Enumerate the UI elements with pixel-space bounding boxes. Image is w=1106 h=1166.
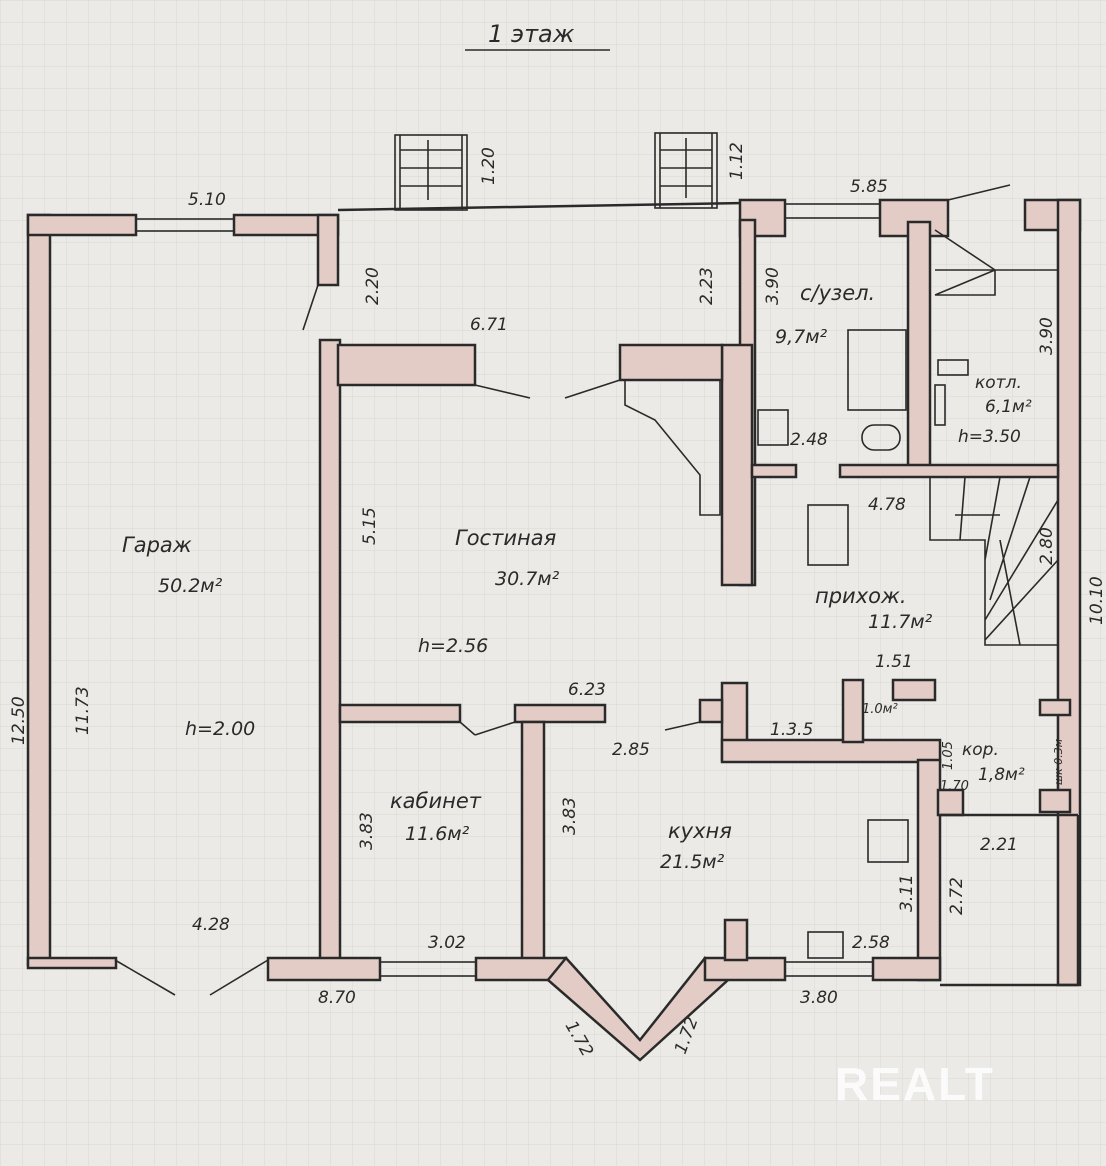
dim-living-bottom: 6.23 (568, 680, 606, 700)
living-name: Гостиная (455, 526, 556, 550)
dim-garage-bottom: 4.28 (192, 915, 230, 935)
garage-walls (26, 213, 342, 970)
fixtures (624, 329, 969, 959)
dim-stair2: 1.12 (727, 142, 747, 180)
dim-office-bottom: 3.02 (428, 933, 466, 953)
office-area: 11.6м² (405, 823, 470, 845)
bathroom-name: с/узел. (800, 281, 875, 305)
dim-bath-height: 3.90 (763, 267, 783, 305)
hall-name: прихож. (815, 584, 907, 608)
dim-bottom-left: 8.70 (318, 988, 356, 1008)
bathroom-area: 9,7м² (775, 326, 828, 348)
dim-corridor-height: 1.05 (941, 741, 956, 770)
kitchen-area: 21.5м² (660, 851, 725, 873)
dim-door: 2.85 (612, 740, 650, 760)
dim-right-total: 10.10 (1087, 576, 1106, 625)
dim-wc-width: 1.51 (875, 652, 913, 672)
boiler-area: 6,1м² (985, 397, 1032, 417)
dim-living-right: 2.23 (697, 267, 717, 305)
kitchen-name: кухня (668, 819, 732, 843)
door-lines (114, 184, 1011, 996)
dimension-labels: 5.10 1.20 1.12 5.85 2.20 6.71 2.23 3.90 … (9, 142, 1106, 1060)
boiler-name: котл. (975, 373, 1022, 393)
dim-living-top: 6.71 (470, 315, 508, 335)
boiler-height: h=3.50 (958, 427, 1021, 447)
dim-hall-width: 4.78 (868, 495, 906, 515)
dim-kitchen-bottom: 2.58 (852, 933, 890, 953)
wc-area: 1.0м² (862, 702, 898, 717)
stairs (394, 132, 1059, 646)
garage-area: 50.2м² (158, 575, 223, 597)
dim-kitchen-right: 3.11 (897, 874, 917, 912)
garage-name: Гараж (122, 533, 192, 557)
closet-label: шк 0.3м (1052, 739, 1065, 785)
dim-stair1: 1.20 (479, 147, 499, 185)
dim-corridor-width: 1.70 (940, 779, 969, 794)
garage-height: h=2.00 (185, 718, 255, 740)
dim-right-low: 2.72 (947, 877, 967, 915)
watermark-logo: REALT (835, 1058, 995, 1110)
corridor-area: 1,8м² (978, 765, 1025, 785)
dim-bath-width: 2.48 (790, 430, 828, 450)
room-labels: Гараж 50.2м² h=2.00 Гостиная 30.7м² h=2.… (122, 281, 1065, 873)
dim-boiler-height: 3.90 (1037, 317, 1057, 355)
hall-area: 11.7м² (868, 611, 933, 633)
dim-garage-inner: 11.73 (73, 686, 93, 735)
dim-stair-width: 2.80 (1037, 527, 1057, 565)
office-name: кабинет (390, 789, 482, 813)
dim-left-total: 12.50 (9, 696, 29, 745)
dim-garage-stub: 2.20 (363, 267, 383, 305)
dim-kitchen-top: 1.3.5 (770, 720, 813, 740)
dim-bottom-right: 3.80 (800, 988, 838, 1008)
dim-living-left: 5.15 (360, 507, 380, 545)
corridor-name: кор. (962, 740, 999, 760)
dim-hall-low: 2.21 (980, 835, 1018, 855)
dim-top-right: 5.85 (850, 177, 888, 197)
living-area: 30.7м² (495, 568, 560, 590)
dim-office-left: 3.83 (357, 812, 377, 850)
dim-garage-top: 5.10 (188, 190, 226, 210)
plan-title: 1 этаж (488, 20, 575, 48)
main-walls (266, 198, 1082, 1062)
living-height: h=2.56 (418, 635, 488, 657)
dim-office-right: 3.83 (560, 797, 580, 835)
